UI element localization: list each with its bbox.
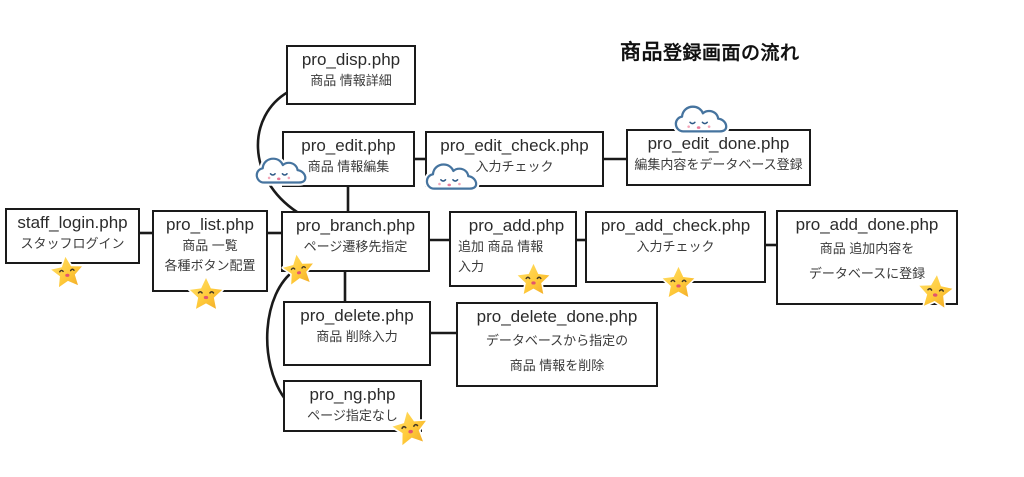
node-file-name: pro_edit_check.php: [440, 136, 589, 155]
node-desc-line: 商品 情報を削除: [509, 358, 605, 373]
node-desc-line: データベースに登録: [808, 266, 926, 281]
node-file-name: pro_add_done.php: [795, 215, 939, 234]
node-file-name: pro_list.php: [166, 215, 254, 234]
node-file-name: pro_add.php: [468, 216, 565, 235]
node-pro-disp: pro_disp.php 商品 情報詳細: [286, 45, 416, 105]
node-file-name: pro_disp.php: [301, 50, 401, 69]
node-pro-edit-check: pro_edit_check.php 入力チェック: [425, 131, 604, 187]
node-desc-line: 入力: [458, 259, 485, 274]
node-file-name: staff_login.php: [17, 213, 128, 232]
connector-branch-disp: [256, 90, 298, 214]
node-pro-branch: pro_branch.php ページ遷移先指定: [281, 211, 430, 272]
diagram-title-part2: 登録画面の流れ: [663, 43, 800, 64]
node-staff-login: staff_login.php スタッフログイン: [5, 208, 140, 264]
node-desc-line: 入力チェック: [636, 239, 715, 254]
node-pro-delete: pro_delete.php 商品 削除入力: [283, 301, 431, 366]
node-desc-line: 入力チェック: [475, 159, 554, 174]
node-desc-line: ページ指定なし: [307, 408, 398, 423]
node-file-name: pro_add_check.php: [600, 216, 751, 235]
node-pro-add: pro_add.php 追加 商品 情報 入力: [449, 211, 577, 287]
node-desc-line: 商品 情報編集: [307, 159, 390, 174]
node-file-name: pro_ng.php: [309, 385, 396, 404]
diagram-title: 商品登録画面の流れ: [620, 36, 800, 66]
node-desc-line: スタッフログイン: [20, 236, 125, 251]
node-file-name: pro_delete_done.php: [476, 307, 638, 326]
node-desc-line: データベースから指定の: [485, 333, 629, 348]
node-desc-line: 商品 一覧: [182, 238, 238, 253]
node-pro-list: pro_list.php 商品 一覧 各種ボタン配置: [152, 210, 268, 292]
node-pro-ng: pro_ng.php ページ指定なし: [283, 380, 422, 432]
node-desc-line: 商品 追加内容を: [819, 241, 915, 256]
node-pro-delete-done: pro_delete_done.php データベースから指定の 商品 情報を削除: [456, 302, 658, 387]
node-desc-line: 追加 商品 情報: [458, 239, 544, 254]
node-desc-line: ページ遷移先指定: [303, 239, 408, 254]
node-file-name: pro_edit_done.php: [647, 134, 790, 153]
node-desc-line: 商品 削除入力: [316, 329, 398, 344]
node-file-name: pro_edit.php: [301, 136, 396, 155]
node-pro-edit-done: pro_edit_done.php 編集内容をデータベース登録: [626, 129, 811, 186]
node-pro-add-check: pro_add_check.php 入力チェック: [585, 211, 766, 283]
diagram-title-part1: 商品: [620, 41, 663, 64]
node-desc-line: 商品 情報詳細: [310, 73, 392, 88]
node-file-name: pro_branch.php: [295, 216, 416, 235]
node-file-name: pro_delete.php: [300, 306, 414, 325]
node-pro-add-done: pro_add_done.php 商品 追加内容を データベースに登録: [776, 210, 958, 305]
node-desc-line: 各種ボタン配置: [164, 258, 256, 273]
node-desc-line: 編集内容をデータベース登録: [634, 157, 803, 172]
node-pro-edit: pro_edit.php 商品 情報編集: [282, 131, 415, 187]
